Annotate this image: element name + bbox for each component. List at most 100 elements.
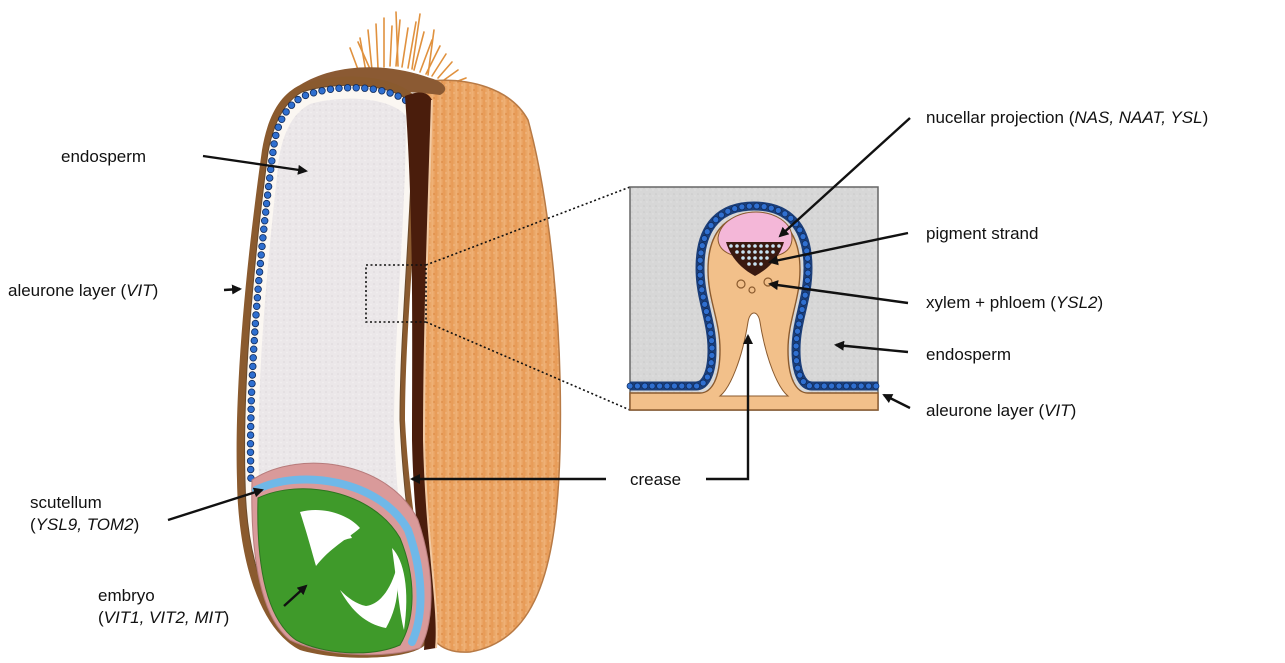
aleurone-cell — [247, 423, 254, 430]
aleurone-cell — [319, 88, 326, 95]
aleurone-cell — [247, 432, 254, 439]
aleurone-cell — [253, 303, 260, 310]
pigment-dot — [753, 262, 757, 266]
aleurone-cell — [258, 252, 265, 259]
aleurone-cell — [700, 380, 706, 386]
aleurone-cell — [793, 343, 799, 349]
pigment-dot — [741, 250, 745, 254]
aleurone-cell — [698, 279, 704, 285]
aleurone-cell — [270, 149, 277, 156]
aleurone-cell — [761, 204, 767, 210]
aleurone-cell — [266, 175, 273, 182]
aleurone-cell — [379, 88, 386, 95]
aleurone-cell — [250, 355, 257, 362]
aleurone-cell — [802, 241, 808, 247]
pigment-dot — [753, 256, 757, 260]
aleurone-cell — [699, 287, 705, 293]
aleurone-cell — [794, 358, 800, 364]
aleurone-cell — [248, 406, 255, 413]
aleurone-cell — [247, 458, 254, 465]
aleurone-cell — [694, 383, 700, 389]
aleurone-cell — [795, 365, 801, 371]
aleurone-cell — [709, 345, 715, 351]
aleurone-cell — [353, 85, 360, 92]
aleurone-cell — [248, 398, 255, 405]
pigment-dot — [777, 244, 781, 248]
label-endosperm-left: endosperm — [61, 146, 146, 168]
aleurone-cell — [251, 337, 258, 344]
label-nucellar-prefix: nucellar projection ( — [926, 108, 1074, 127]
aleurone-cell — [782, 211, 788, 217]
aleurone-cell — [851, 383, 857, 389]
aleurone-cell — [336, 85, 343, 92]
aleurone-cell — [746, 203, 752, 209]
pigment-dot — [759, 256, 763, 260]
aleurone-cell — [794, 336, 800, 342]
aleurone-cell — [254, 294, 261, 301]
aleurone-cell — [269, 158, 276, 165]
aleurone-cell — [754, 203, 760, 209]
aleurone-cell — [261, 217, 268, 224]
aleurone-cell — [700, 294, 706, 300]
aleurone-cell — [262, 209, 269, 216]
aleurone-cell — [310, 90, 317, 97]
aleurone-cell — [802, 292, 808, 298]
aleurone-cell — [805, 255, 811, 261]
aleurone-cell — [247, 440, 254, 447]
aleurone-cell — [362, 85, 369, 92]
aleurone-cell — [249, 380, 256, 387]
aleurone-cell — [768, 205, 774, 211]
label-scutellum-title: scutellum — [30, 492, 139, 514]
pigment-dot — [765, 250, 769, 254]
label-xylem-prefix: xylem + phloem ( — [926, 293, 1056, 312]
label-endosperm-right: endosperm — [926, 344, 1011, 366]
aleurone-cell — [708, 222, 714, 228]
pigment-dot — [741, 256, 745, 260]
aleurone-cell — [247, 466, 254, 473]
aleurone-cell — [657, 383, 663, 389]
aleurone-cell — [805, 263, 811, 269]
label-nucellar: nucellar projection (NAS, NAAT, YSL) — [926, 107, 1208, 129]
arrow-aleurone-left — [224, 289, 240, 290]
aleurone-cell — [664, 383, 670, 389]
aleurone-cell — [732, 206, 738, 212]
aleurone-cell — [799, 307, 805, 313]
pigment-dot — [735, 244, 739, 248]
label-scutellum: scutellum (YSL9, TOM2) — [30, 492, 139, 536]
label-embryo: embryo (VIT1, VIT2, MIT) — [98, 585, 229, 629]
aleurone-cell — [829, 383, 835, 389]
aleurone-cell — [775, 207, 781, 213]
aleurone-cell — [702, 301, 708, 307]
aleurone-cell — [288, 102, 295, 109]
label-scutellum-paren-close: ) — [134, 515, 140, 534]
aleurone-cell — [642, 383, 648, 389]
pigment-dot — [753, 250, 757, 254]
aleurone-cell — [256, 269, 263, 276]
aleurone-cell — [253, 312, 260, 319]
pigment-dot — [753, 244, 757, 248]
aleurone-cell — [797, 227, 803, 233]
pigment-dot — [771, 244, 775, 248]
aleurone-cell — [697, 265, 703, 271]
aleurone-cell — [703, 309, 709, 315]
aleurone-cell — [739, 204, 745, 210]
aleurone-cell — [387, 90, 394, 97]
label-pigment-strand: pigment strand — [926, 223, 1038, 245]
label-aleurone-right-gene: VIT — [1044, 401, 1070, 420]
aleurone-cell — [255, 286, 262, 293]
aleurone-cell — [793, 350, 799, 356]
label-aleurone-left: aleurone layer (VIT) — [8, 280, 158, 302]
label-aleurone-right: aleurone layer (VIT) — [926, 400, 1076, 422]
label-scutellum-genes-line: (YSL9, TOM2) — [30, 514, 139, 536]
pigment-dot — [735, 250, 739, 254]
aleurone-cell — [248, 389, 255, 396]
label-embryo-genes: VIT1, VIT2, MIT — [104, 608, 224, 627]
aleurone-cell — [725, 208, 731, 214]
label-aleurone-left-prefix: aleurone layer ( — [8, 281, 126, 300]
aleurone-cell — [344, 85, 351, 92]
label-endosperm-right-text: endosperm — [926, 345, 1011, 364]
aleurone-cell — [671, 383, 677, 389]
label-aleurone-left-suffix: ) — [153, 281, 159, 300]
aleurone-cell — [263, 200, 270, 207]
